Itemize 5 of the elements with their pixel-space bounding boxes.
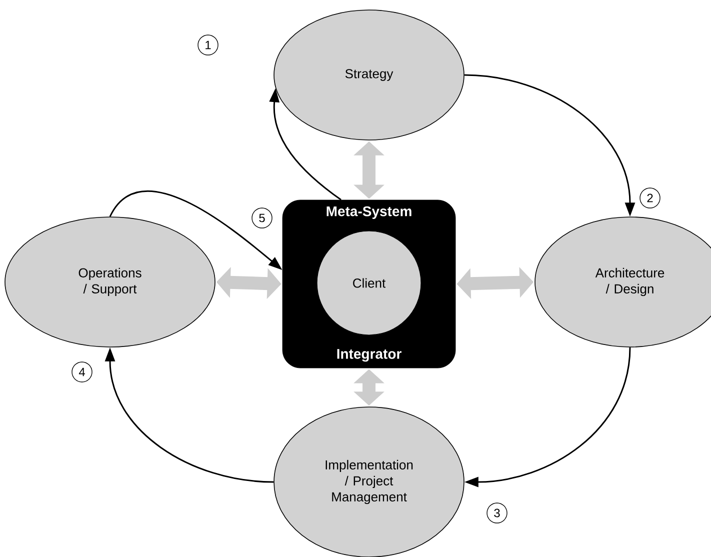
callout-number: 3 — [486, 502, 508, 524]
callout-number: 4 — [72, 362, 92, 382]
callout-number: 2 — [640, 188, 660, 208]
callout-number: 5 — [252, 208, 272, 228]
callout-number: 1 — [198, 34, 218, 56]
